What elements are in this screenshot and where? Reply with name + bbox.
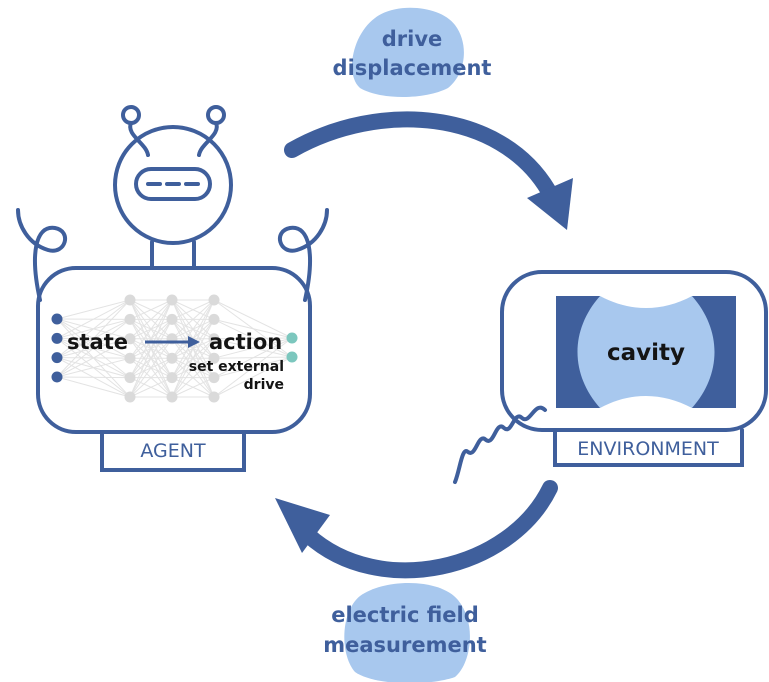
network-edge [213,337,293,340]
electric-field-measurement-blob [344,582,470,682]
network-edge [56,299,131,339]
hidden-node [208,372,220,384]
right-mirror [692,296,736,408]
network-edge [171,338,215,398]
agent-label-box [100,430,246,472]
network-edge [129,299,173,359]
network-edge [56,338,131,378]
input-node [51,352,63,364]
agent-label: AGENT [140,440,206,462]
hidden-node [124,313,136,325]
right-antenna-tip [206,105,226,125]
action-description-line2: drive [244,377,284,393]
network-edge [213,318,293,339]
input-node [51,313,63,325]
environment: cavity ENVIRONMENT [453,270,768,484]
cavity-label: cavity [607,340,685,366]
network-edge [171,299,215,320]
network-edge [129,299,173,340]
robot-body [36,266,312,434]
robot-visor [134,167,212,201]
robot-neck [150,240,196,270]
hidden-node [208,313,220,325]
network-edge [56,299,131,378]
hidden-node [166,352,178,364]
state-label: state [67,330,128,354]
network-edge [213,337,293,398]
hidden-node [166,313,178,325]
network-edge [129,319,173,398]
network-edge [213,337,293,379]
neural-network-nodes [51,294,298,403]
network-edge [171,299,215,340]
cavity-top-edge [600,296,692,308]
network-edge [213,337,293,359]
network-edge [56,357,131,378]
electric-field-measurement-label-line2: measurement [323,633,486,657]
network-edge [213,299,293,339]
left-mirror [556,296,600,408]
input-node [51,371,63,383]
left-antenna-tip [121,105,141,125]
environment-label: ENVIRONMENT [577,438,719,460]
hidden-node [208,333,220,345]
drive-displacement-arc [284,111,556,198]
hidden-node [166,391,178,403]
drive-displacement-blob [352,7,464,97]
hidden-node [124,352,136,364]
drive-displacement-label-line1: drive [382,27,443,51]
electric-field-measurement-label-line1: electric field [331,603,479,627]
hidden-node [124,333,136,345]
environment-frame [500,270,768,432]
network-edge [171,357,215,398]
network-edge [129,299,173,398]
output-node [286,332,298,344]
hidden-node [208,352,220,364]
network-edge [171,299,215,398]
cavity-bottom-edge [600,396,692,408]
network-edge [56,376,131,398]
network-edge [129,357,173,398]
network-edge [56,299,131,359]
hidden-node [124,294,136,306]
hidden-node [166,372,178,384]
environment-label-box [553,428,744,467]
left-arm-curl [16,208,67,302]
neural-network-edges [56,299,293,398]
input-node [51,332,63,344]
electric-field-measurement-arc [300,480,558,579]
output-node [286,351,298,363]
hidden-node [208,391,220,403]
network-edge [213,356,293,398]
action-description-line1: set external [189,359,284,375]
network-edge [171,299,215,359]
network-edge [171,319,215,398]
hidden-node [124,391,136,403]
right-arm-curl [278,208,329,302]
drive-displacement-arrow: drive displacement [284,7,573,230]
agent-robot [16,105,329,472]
network-edge [56,299,131,320]
hidden-node [124,372,136,384]
drive-displacement-arrowhead [527,178,573,230]
action-label: action [209,330,282,354]
network-edge [129,338,173,398]
network-edge [171,377,215,398]
electric-field-measurement-arrowhead [275,498,330,553]
network-edge [56,319,131,378]
electric-field-measurement-arrow: electric field measurement [275,480,558,682]
drive-displacement-label-line2: displacement [333,56,492,80]
network-edge [129,299,173,378]
network-edge [56,376,131,379]
hidden-node [208,294,220,306]
network-edge [129,377,173,398]
emission-wave [453,405,547,484]
robot-head [113,125,233,245]
state-to-action-arrow [145,336,200,348]
network-edge [129,299,173,320]
hidden-node [166,294,178,306]
